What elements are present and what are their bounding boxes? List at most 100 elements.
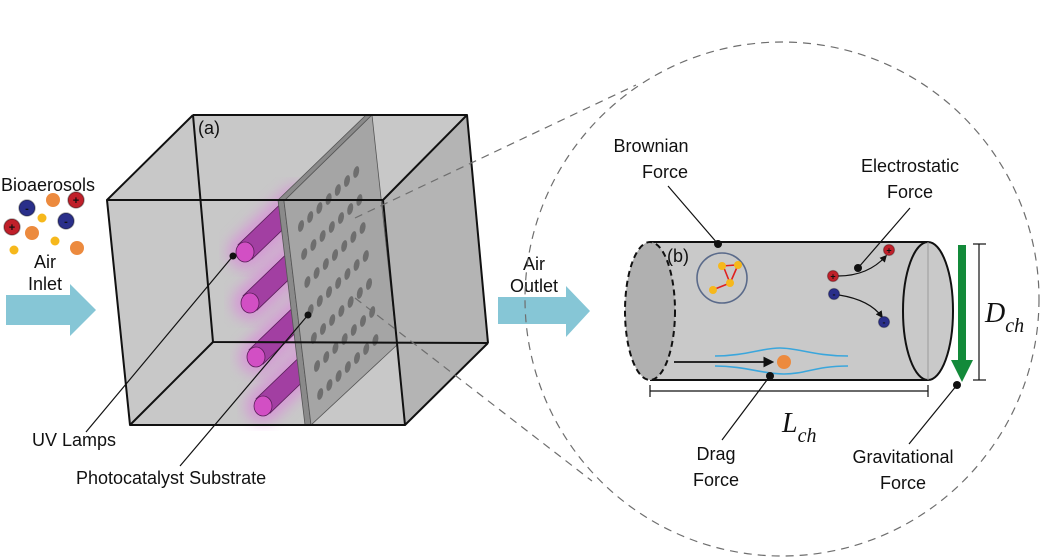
panel-a-label: (a): [198, 118, 220, 138]
channel-cylinder: [624, 241, 954, 381]
substrate-slot: [344, 268, 351, 280]
charged-particle-positive: +: [882, 243, 896, 257]
bioaerosol-particle-orange: [25, 226, 39, 240]
drag-pointer: [721, 372, 774, 441]
gravitational-pointer: [908, 381, 961, 445]
svg-text:-: -: [25, 203, 29, 215]
substrate-pointer: [179, 311, 312, 467]
substrate-slot: [313, 267, 320, 279]
box-edges: [106, 114, 489, 426]
substrate-slot: [362, 250, 369, 262]
substrate-slot: [359, 315, 367, 327]
air-outlet-arrow: [498, 286, 590, 337]
svg-text:+: +: [73, 195, 79, 207]
uv-lamps-pointer: [85, 252, 237, 433]
substrate-slot: [341, 240, 348, 252]
svg-text:+: +: [9, 222, 15, 234]
brownian-particle: [709, 286, 717, 294]
substrate-slot: [332, 342, 339, 354]
substrate-slot: [316, 202, 323, 214]
uv-lamps-label: UV Lamps: [32, 430, 116, 450]
substrate-slot: [317, 388, 324, 400]
substrate-slot: [325, 286, 333, 298]
substrate-slot: [347, 203, 354, 215]
negative-trajectory: [838, 294, 883, 319]
drag-particle: [777, 355, 791, 369]
substrate-slot: [304, 276, 311, 288]
length-symbol: Lch: [781, 408, 816, 447]
substrate-slot: [316, 295, 323, 307]
charged-particle-negative: -: [877, 315, 891, 329]
substrate-slots: [297, 166, 379, 400]
diameter-dimension: [973, 243, 986, 381]
air-inlet-label-line2: Inlet: [28, 274, 62, 294]
box-edge-tl: [106, 114, 194, 201]
svg-text:+: +: [830, 272, 835, 282]
brownian-particle: [726, 279, 734, 287]
diameter-symbol: Dch: [984, 298, 1024, 337]
bioaerosol-particle-negative: -: [57, 212, 75, 230]
substrate-slot: [329, 314, 336, 326]
air-outlet-label-line2: Outlet: [510, 276, 558, 296]
brownian-pointer: [667, 185, 722, 248]
substrate-slot: [313, 360, 321, 372]
air-inlet-label-line1: Air: [34, 252, 56, 272]
box-edge-bl: [129, 341, 214, 426]
substrate-slot: [350, 324, 357, 336]
charged-particle-negative: -: [827, 287, 841, 301]
svg-text:+: +: [886, 246, 891, 256]
substrate-slot: [363, 343, 370, 355]
substrate-slot: [347, 296, 354, 308]
substrate-slot: [365, 278, 373, 290]
streamline-upper: [714, 347, 849, 357]
bioaerosol-particle-yellow: [9, 245, 19, 255]
electrostatic-label-line2: Force: [887, 182, 933, 202]
substrate-slot: [338, 305, 345, 317]
substrate-slot: [359, 222, 366, 234]
drag-flow: [674, 347, 849, 375]
substrate-slot: [310, 332, 317, 344]
substrate-slot: [344, 361, 351, 373]
substrate-slot: [328, 221, 335, 233]
substrate-slot: [307, 211, 314, 223]
substrate-slot: [337, 212, 345, 224]
substrate-slot: [319, 230, 326, 242]
brownian-circle: [696, 252, 748, 304]
substrate-slot: [369, 306, 376, 318]
panel-b-label: (b): [667, 246, 689, 266]
substrate-slot: [322, 258, 329, 270]
positive-trajectory: [837, 254, 887, 277]
substrate-slot: [335, 277, 342, 289]
substrate-slot: [343, 175, 351, 187]
substrate-slot: [335, 370, 342, 382]
substrate-slot: [356, 287, 363, 299]
bioaerosol-particle-yellow: [37, 213, 47, 223]
substrate-slot: [301, 248, 308, 260]
substrate-slot: [310, 239, 317, 251]
svg-text:-: -: [64, 216, 68, 228]
charged-particle-positive: +: [826, 269, 840, 283]
air-outlet-label-line1: Air: [523, 254, 545, 274]
bioaerosol-particle-positive: +: [3, 218, 21, 236]
zoom-line-upper: [354, 84, 637, 219]
bioaerosol-particle-positive: +: [67, 191, 85, 209]
cylinder-body: [650, 242, 928, 380]
gravitational-label-line2: Force: [880, 473, 926, 493]
zoom-callout: [354, 41, 1040, 557]
electrostatic-particles: + + - -: [826, 243, 896, 329]
brownian-particle: [718, 262, 726, 270]
gravitational-label-line1: Gravitational: [852, 447, 953, 467]
brownian-motion: [696, 252, 748, 304]
substrate-slot: [323, 351, 330, 363]
brownian-particle: [734, 261, 742, 269]
length-dimension: [649, 385, 929, 397]
zoom-line-lower: [354, 297, 593, 482]
svg-text:-: -: [833, 290, 836, 300]
substrate-slot: [319, 323, 327, 335]
drag-label-line2: Force: [693, 470, 739, 490]
bioaerosol-particle-orange: [46, 193, 60, 207]
substrate-slot: [297, 220, 305, 232]
substrate-label: Photocatalyst Substrate: [76, 468, 266, 488]
brownian-label-line2: Force: [642, 162, 688, 182]
